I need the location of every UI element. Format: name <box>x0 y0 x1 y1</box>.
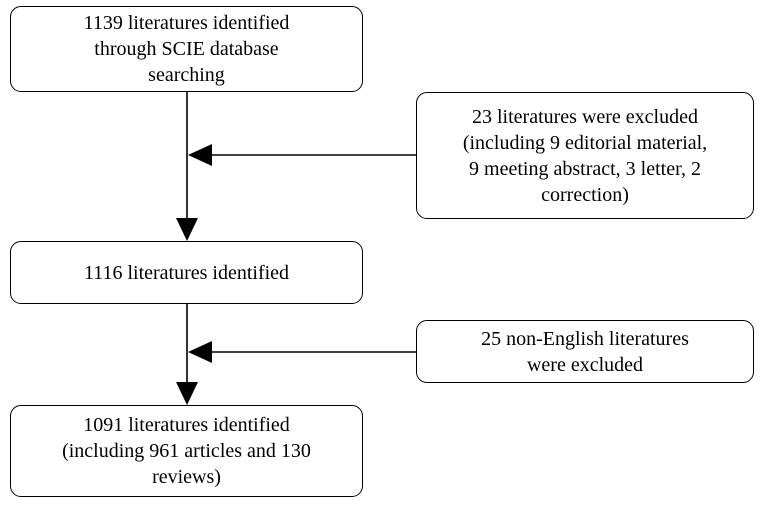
box-identified-1116-text: 1116 literatures identified <box>83 261 290 284</box>
arrowhead-left-1 <box>188 144 212 166</box>
box-identified-1116: 1116 literatures identified <box>10 241 363 304</box>
box-identified-final-text: 1091 literatures identified (including 9… <box>62 414 311 488</box>
box-excluded-language-text: 25 non-English literatures were excluded <box>481 327 689 376</box>
box-excluded-types-text: 23 literatures were excluded (including … <box>462 105 708 206</box>
box-excluded-language: 25 non-English literatures were excluded <box>416 320 754 383</box>
arrowhead-down-2 <box>176 382 198 405</box>
arrowhead-down-1 <box>176 218 198 241</box>
box-identified-scie: 1139 literatures identified through SCIE… <box>10 6 363 92</box>
box-excluded-types: 23 literatures were excluded (including … <box>416 92 754 219</box>
arrowhead-left-2 <box>188 341 212 363</box>
box-identified-scie-text: 1139 literatures identified through SCIE… <box>83 12 290 86</box>
box-identified-final: 1091 literatures identified (including 9… <box>10 405 363 497</box>
